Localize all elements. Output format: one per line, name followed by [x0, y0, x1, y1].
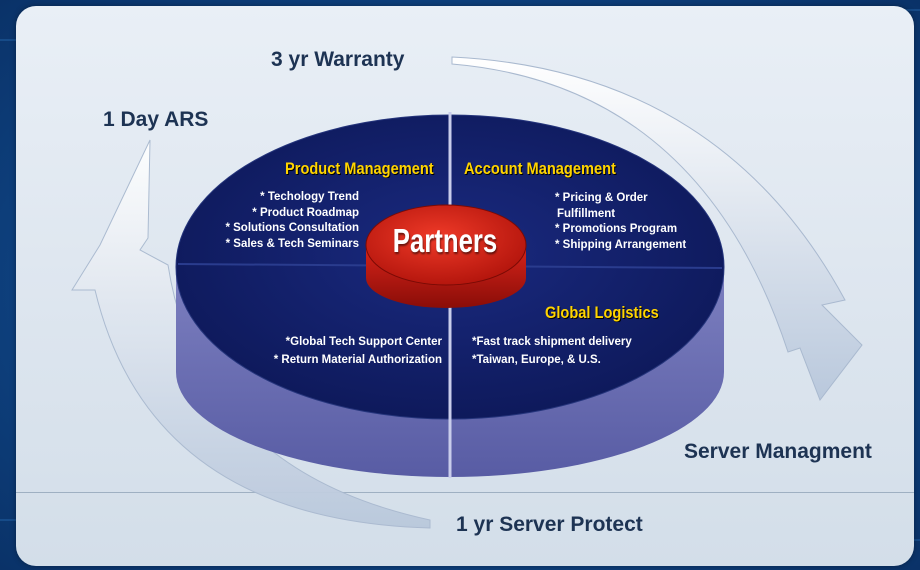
list-item: * Techology Trend — [260, 191, 359, 203]
list-item: Fulfillment — [557, 207, 616, 220]
ars-label: 1 Day ARS — [103, 108, 209, 131]
list-item: *Taiwan, Europe, & U.S. — [472, 354, 601, 366]
list-item: * Promotions Program — [555, 223, 678, 235]
tech-support-list: *Global Tech Support Center * Return Mat… — [230, 333, 442, 369]
list-item: *Global Tech Support Center — [285, 336, 442, 348]
global-logistics-list: *Fast track shipment delivery *Taiwan, E… — [472, 333, 632, 369]
list-item: *Fast track shipment delivery — [472, 336, 632, 348]
partners-cylinder-top — [365, 204, 527, 286]
divider-line — [16, 492, 914, 493]
list-item: * Sales & Tech Seminars — [225, 237, 359, 250]
list-item: * Return Material Authorization — [273, 354, 442, 366]
server-management-label: Server Managment — [684, 440, 872, 463]
warranty-label: 3 yr Warranty — [271, 48, 405, 71]
product-management-title: Product Management — [285, 159, 434, 178]
server-protect-arrow — [71, 139, 431, 529]
product-management-list: * Techology Trend * Product Roadmap * So… — [199, 190, 359, 252]
warranty-arrow — [451, 56, 863, 402]
server-protect-label: 1 yr Server Protect — [456, 513, 643, 536]
partners-label: Partners — [392, 222, 498, 259]
list-item: * Pricing & Order — [555, 192, 648, 204]
account-management-list: * Pricing & Order Fulfillment * Promotio… — [555, 191, 686, 253]
global-logistics-title: Global Logistics — [545, 303, 659, 322]
list-item: * Solutions Consultation — [225, 222, 359, 234]
list-item: * Product Roadmap — [252, 206, 359, 219]
list-item: * Shipping Arrangement — [555, 238, 687, 251]
account-management-title: Account Management — [464, 159, 616, 178]
